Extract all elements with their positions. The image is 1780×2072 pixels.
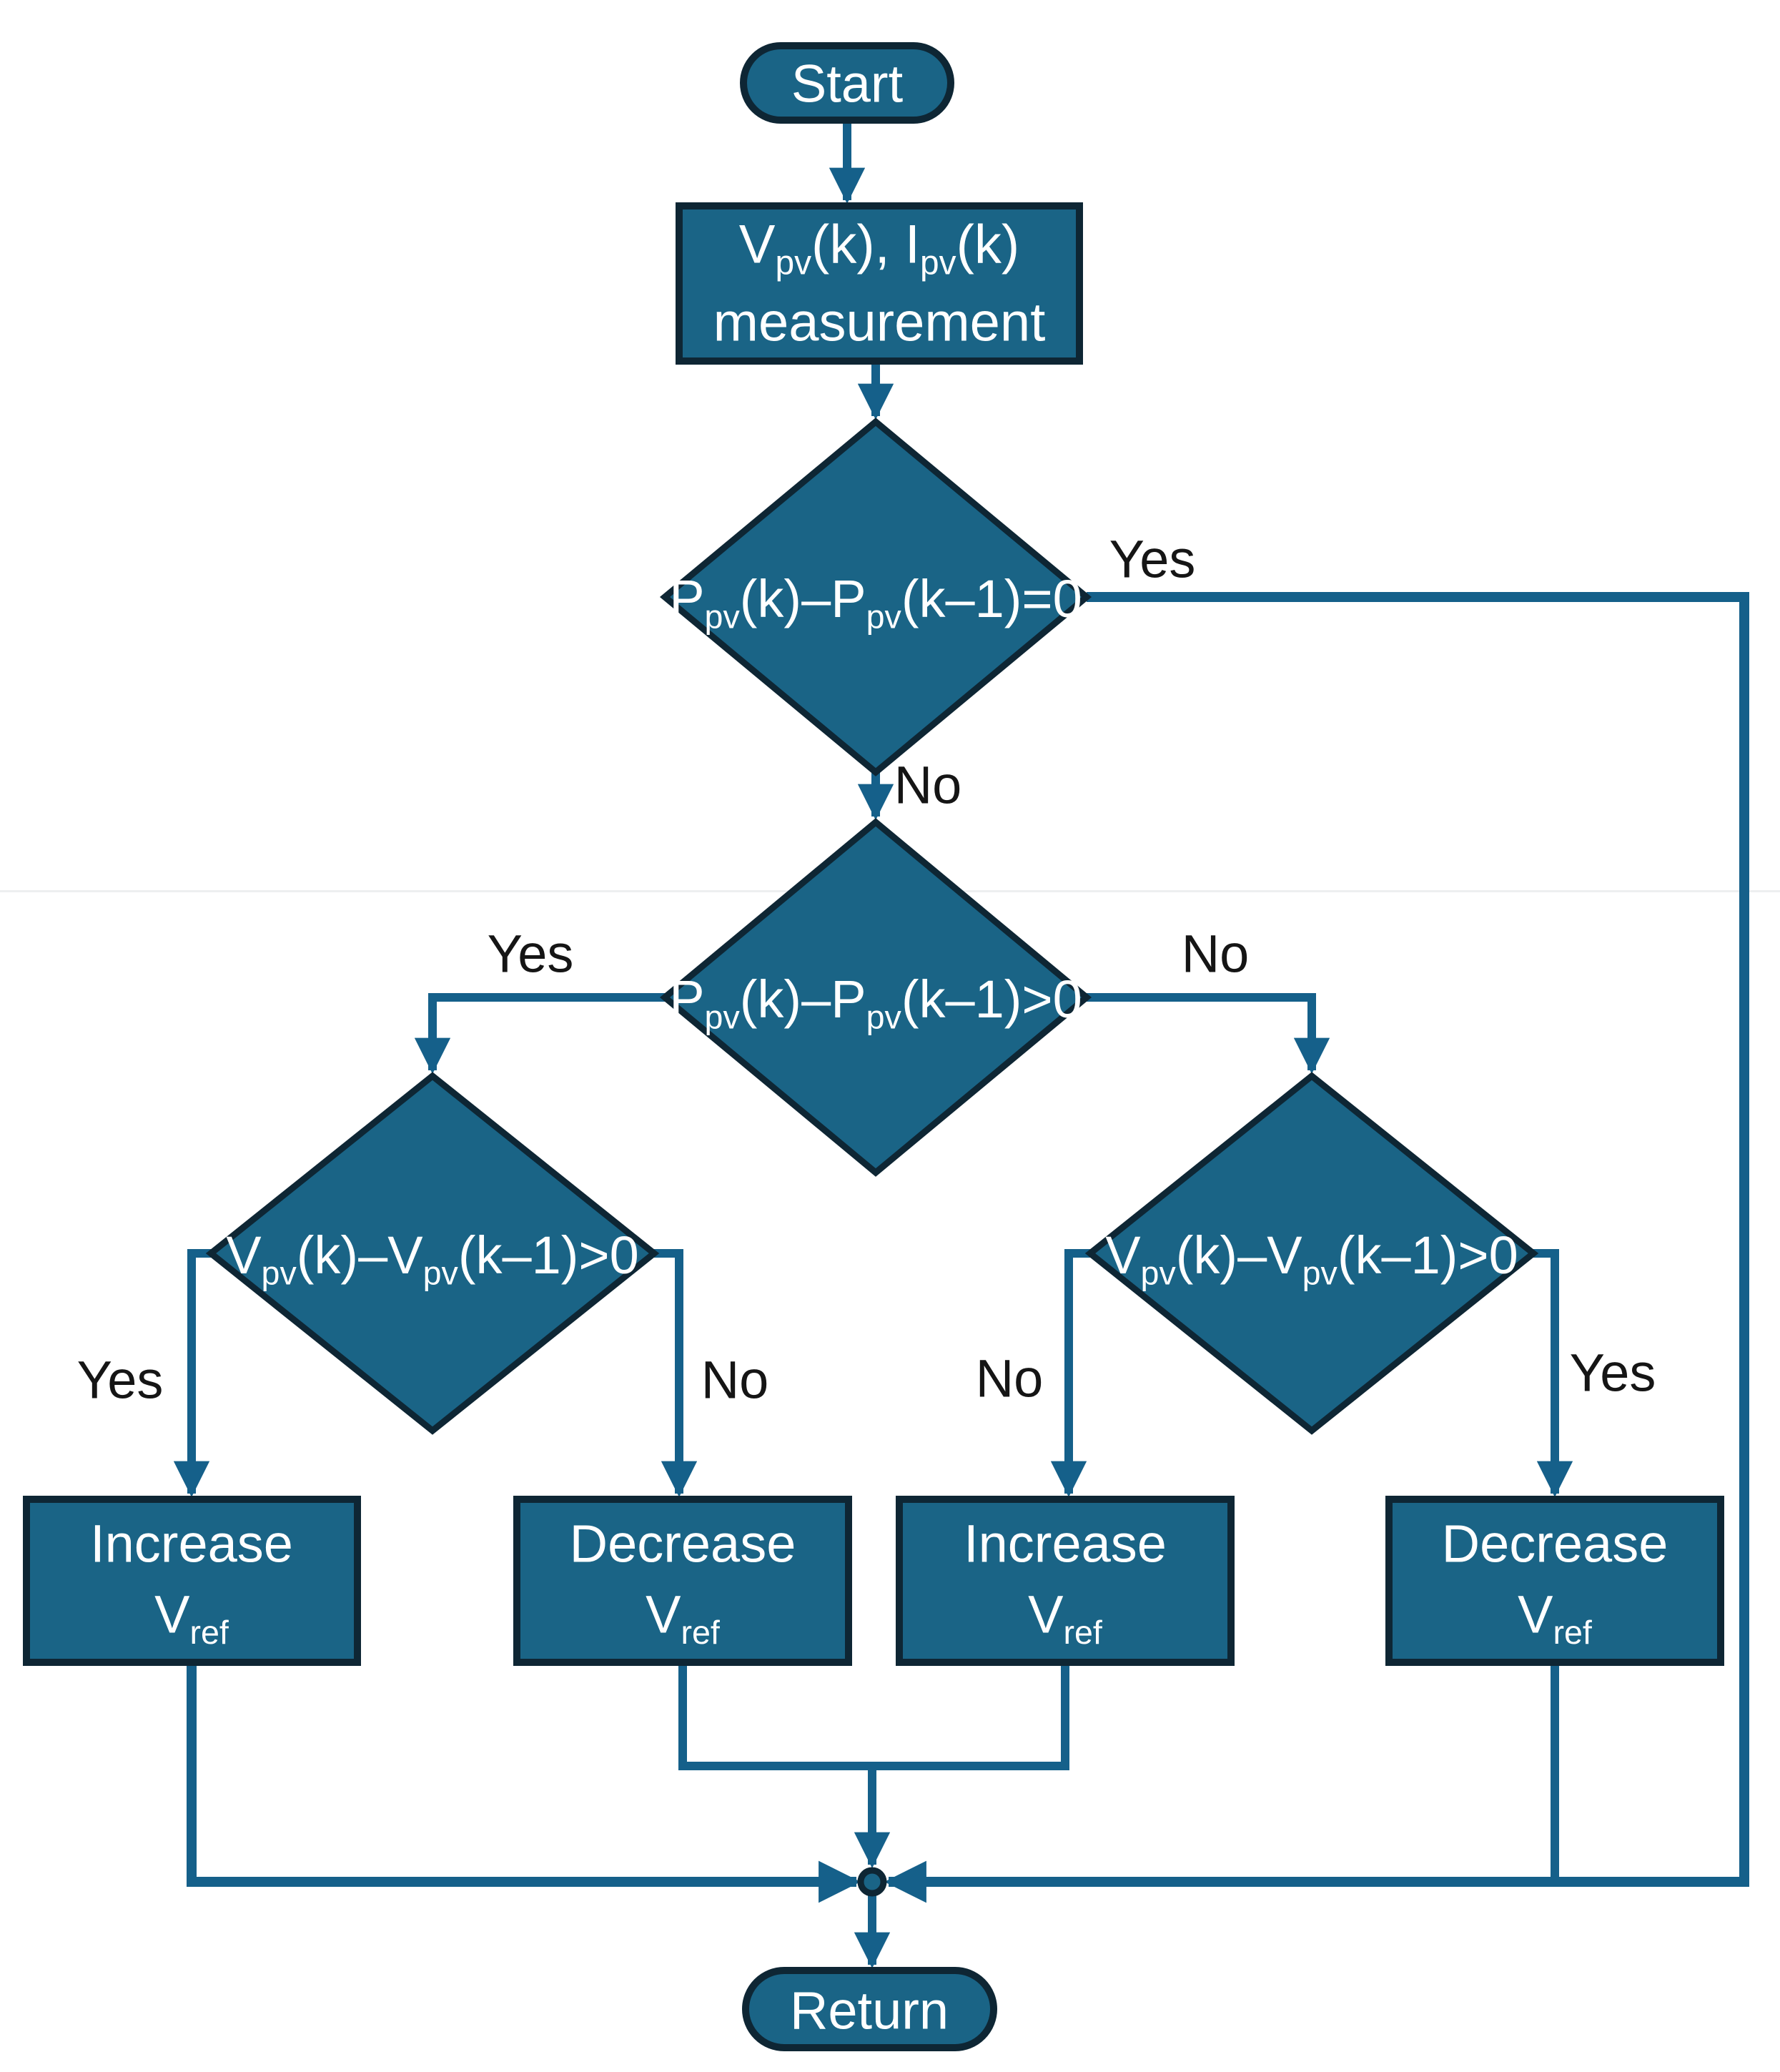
node-increase-left-shape — [23, 1496, 361, 1666]
edge-decision4-yes — [1533, 1249, 1573, 1498]
start-label: Start — [791, 54, 904, 114]
measurement-label: Vpv(k), Ipv(k) measurement — [713, 208, 1046, 359]
edge-decision1-yes-to-merge — [884, 592, 1749, 1903]
node-decision1-shape — [659, 418, 1092, 776]
edge-label-decision3-yes: Yes — [76, 1350, 164, 1410]
edge-label-decision4-yes: Yes — [1569, 1343, 1656, 1403]
increase-right-label: Increase Vref — [964, 1514, 1167, 1652]
edge-decision3-yes — [173, 1249, 211, 1498]
node-decision2-shape — [659, 818, 1092, 1177]
measurement-line2: measurement — [713, 292, 1046, 353]
node-start-shape — [740, 42, 954, 124]
node-decrease-right-shape — [1385, 1496, 1724, 1666]
edge-decision2-no — [1087, 993, 1330, 1075]
node-decision4-shape — [1084, 1072, 1539, 1435]
merge-dot — [857, 1867, 887, 1897]
decision2-label: Ppv(k)–Ppv(k–1)>0 — [669, 969, 1082, 1036]
edge-label-decision1-no: No — [894, 755, 962, 815]
edge-label-decision4-no: No — [975, 1348, 1044, 1409]
decision4-label: Vpv(k)–Vpv(k–1)>0 — [1105, 1225, 1518, 1292]
decrease-right-label: Decrease Vref — [1441, 1514, 1668, 1652]
edge-increase-left-to-merge — [187, 1662, 861, 1903]
node-increase-right-shape — [896, 1496, 1235, 1666]
node-decrease-left-shape — [513, 1496, 852, 1666]
decrease-left-label: Decrease Vref — [569, 1514, 796, 1652]
increase-left-label: Increase Vref — [90, 1514, 293, 1652]
node-decision3-shape — [205, 1072, 660, 1435]
measurement-line1: Vpv(k), Ipv(k) — [738, 214, 1020, 282]
decision3-label: Vpv(k)–Vpv(k–1)>0 — [226, 1225, 639, 1292]
edge-label-decision3-no: No — [701, 1350, 769, 1410]
node-measurement-shape — [676, 202, 1083, 365]
edge-label-decision2-yes: Yes — [487, 924, 574, 984]
return-label: Return — [789, 1980, 949, 2041]
edge-decision4-no — [1050, 1249, 1090, 1498]
edge-decision3-no — [654, 1249, 698, 1498]
edge-label-decision1-yes: Yes — [1109, 529, 1196, 589]
edge-label-decision2-no: No — [1181, 924, 1250, 984]
node-return-shape — [742, 1967, 997, 2051]
decision1-label: Ppv(k)–Ppv(k–1)=0 — [669, 568, 1082, 636]
edge-decision2-yes — [414, 993, 665, 1075]
